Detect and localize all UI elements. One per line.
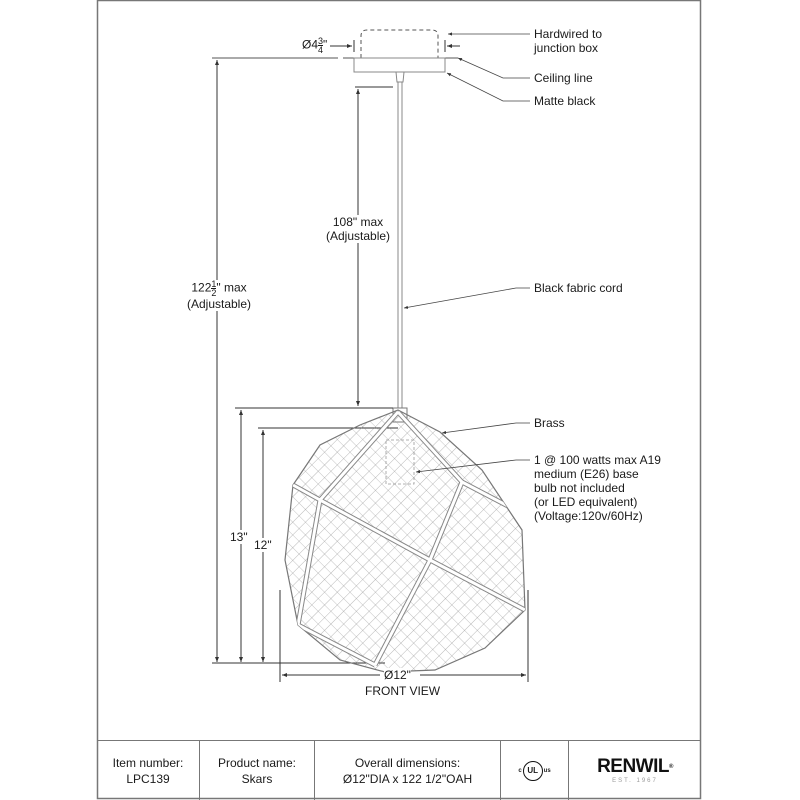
brand-logo: RENWIL®	[597, 755, 673, 777]
callout-finish: Matte black	[534, 94, 596, 108]
callout-ceiling-line: Ceiling line	[534, 71, 593, 85]
callout-cord: Black fabric cord	[534, 281, 623, 295]
product-name-cell: Product name: Skars	[200, 741, 315, 800]
brand-tagline: EST. 1967	[612, 777, 658, 784]
view-label: FRONT VIEW	[365, 684, 441, 698]
brand-cell: RENWIL® EST. 1967	[569, 741, 701, 800]
height-13-dimension: 13"	[230, 530, 248, 544]
callout-junction-box: Hardwired to junction box	[534, 27, 603, 55]
callout-shade-finish: Brass	[534, 416, 565, 430]
overall-dimensions-cell: Overall dimensions: Ø12"DIA x 122 1/2"OA…	[315, 741, 501, 800]
canopy	[353, 57, 446, 73]
cul-us-listed-icon: c UL us	[518, 760, 551, 781]
title-block: Item number: LPC139 Product name: Skars …	[97, 740, 701, 800]
cord-length-dimension: 108" max (Adjustable)	[326, 215, 391, 243]
shade-diameter-dimension: Ø12"	[384, 668, 411, 682]
geometric-shade	[284, 409, 526, 673]
callout-bulb: 1 @ 100 watts max A19 medium (E26) base …	[534, 453, 661, 523]
height-12-dimension: 12"	[254, 538, 272, 552]
sheet-frame	[96, 0, 702, 800]
item-number-cell: Item number: LPC139	[97, 741, 200, 800]
junction-box-outline	[360, 29, 439, 58]
certification-cell: c UL us	[501, 741, 569, 800]
